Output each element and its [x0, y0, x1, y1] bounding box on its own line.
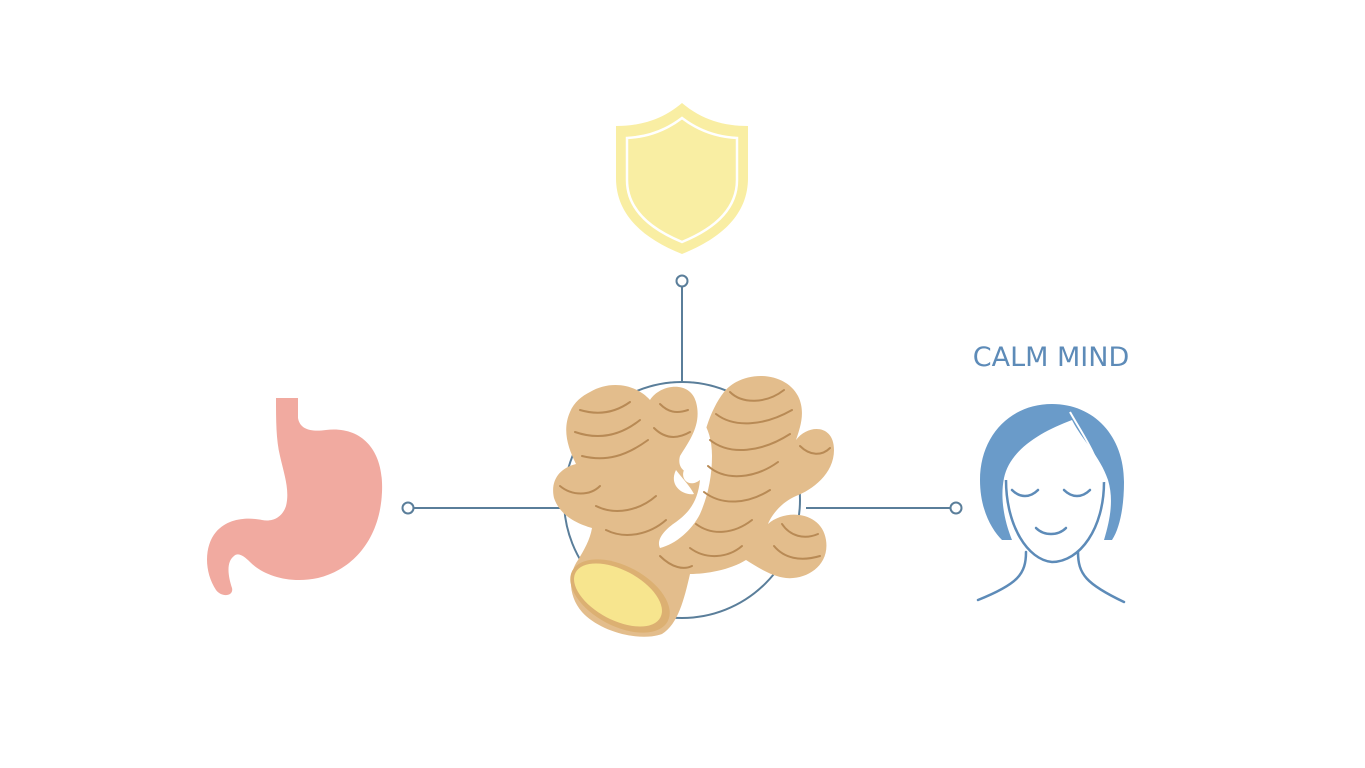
- connector-nodes: [401, 274, 963, 515]
- face-icon: [976, 404, 1126, 604]
- connector-node-top: [675, 274, 689, 288]
- stomach-icon: [207, 398, 383, 596]
- shield-icon: [616, 103, 748, 254]
- connectors: [414, 287, 950, 509]
- connector-node-left: [401, 501, 415, 515]
- ginger-icon: [553, 375, 834, 637]
- calm-mind-label: CALM MIND: [973, 342, 1130, 373]
- connector-node-right: [949, 501, 963, 515]
